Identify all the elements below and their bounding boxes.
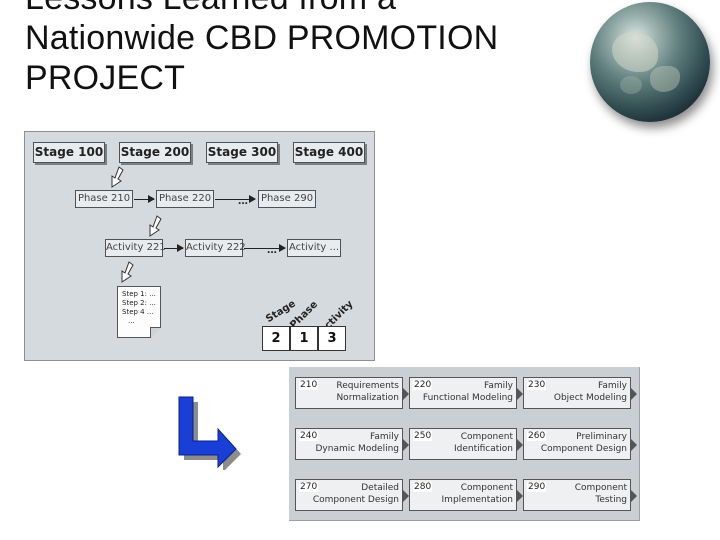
- phase-number: 1: [290, 326, 318, 351]
- process-cell: 230 Family Object Modeling: [523, 377, 637, 409]
- activity-number: 3: [318, 326, 346, 351]
- stage-box: Stage 200: [119, 142, 191, 163]
- step-line: ...: [128, 317, 135, 325]
- slide-title-line-2: Nationwide CBD PROMOTION: [25, 19, 499, 57]
- process-cell: 240 Family Dynamic Modeling: [295, 428, 409, 460]
- hollow-arrow-icon: [149, 215, 162, 237]
- flow-arrow: [164, 244, 184, 252]
- cell-title-line-2: Identification: [453, 444, 513, 454]
- cell-title-line-1: Component: [574, 483, 627, 493]
- cell-code: 290: [527, 482, 547, 492]
- slide-title-line-3: PROJECT: [25, 59, 186, 97]
- flow-arrow: [134, 195, 155, 203]
- cell-code: 240: [299, 431, 319, 441]
- cell-title-line-2: Dynamic Modeling: [315, 444, 400, 454]
- cell-title-line-2: Functional Modeling: [422, 393, 513, 403]
- phase-box: Phase 220: [156, 190, 214, 208]
- activity-box: Activity ...: [287, 239, 341, 257]
- step-line: Step 1: ...: [122, 290, 156, 298]
- activity-box: Activity 222: [185, 239, 246, 257]
- globe-icon: [590, 2, 710, 122]
- activity-box: Activity 221: [105, 239, 166, 257]
- cell-title-line-1: Requirements: [336, 381, 399, 391]
- slide-title-line-1: Lessons Learned from a: [25, 0, 585, 18]
- hollow-arrow-icon: [111, 166, 124, 188]
- slide-title: Lessons Learned from a Nationwide CBD PR…: [25, 0, 585, 98]
- cell-title-line-2: Implementation: [441, 495, 513, 505]
- process-steps-grid: 210 Requirements Normalization 220 Famil…: [289, 367, 640, 521]
- process-cell: 290 Component Testing: [523, 479, 637, 511]
- ellipsis: ...: [267, 242, 278, 256]
- phase-box: Phase 210: [75, 190, 133, 208]
- stage-box: Stage 100: [33, 142, 105, 163]
- phase-box: Phase 290: [258, 190, 316, 208]
- cell-code: 230: [527, 380, 547, 390]
- cell-title-line-1: Family: [370, 432, 399, 442]
- cell-title-line-1: Component: [460, 432, 513, 442]
- cell-title-line-2: Object Modeling: [553, 393, 627, 403]
- cell-title-line-1: Family: [484, 381, 513, 391]
- process-cell: 270 Detailed Component Design: [295, 479, 409, 511]
- stage-number: 2: [262, 326, 290, 351]
- cell-title-line-2: Normalization: [336, 393, 399, 403]
- cell-code: 210: [299, 380, 319, 390]
- ellipsis: ...: [238, 193, 249, 207]
- cell-title-line-1: Preliminary: [576, 432, 627, 442]
- process-cell: 210 Requirements Normalization: [295, 377, 409, 409]
- steps-document: Step 1: ... Step 2: ... Step 4 ... ...: [117, 286, 161, 338]
- cell-title-line-2: Component Design: [540, 444, 627, 454]
- down-right-arrow-icon: [178, 396, 241, 470]
- cell-code: 220: [413, 380, 433, 390]
- cell-code: 280: [413, 482, 433, 492]
- stage-box: Stage 300: [206, 142, 278, 163]
- cell-title-line-2: Component Design: [312, 495, 399, 505]
- flow-arrow: [215, 195, 256, 203]
- cell-code: 270: [299, 482, 319, 492]
- process-cell: 280 Component Implementation: [409, 479, 523, 511]
- level-number-row: 2 1 3: [262, 326, 346, 351]
- process-cell: 260 Preliminary Component Design: [523, 428, 637, 460]
- step-line: Step 4 ...: [122, 308, 154, 316]
- cell-title-line-1: Family: [598, 381, 627, 391]
- stage-box: Stage 400: [293, 142, 365, 163]
- cell-code: 250: [413, 431, 433, 441]
- process-hierarchy-diagram: Stage 100 Stage 200 Stage 300 Stage 400 …: [24, 131, 375, 361]
- hollow-arrow-icon: [121, 261, 134, 283]
- cell-title-line-1: Component: [460, 483, 513, 493]
- cell-code: 260: [527, 431, 547, 441]
- cell-title-line-2: Testing: [595, 495, 627, 505]
- flow-arrow: [244, 244, 286, 252]
- cell-title-line-1: Detailed: [361, 483, 399, 493]
- step-line: Step 2: ...: [122, 299, 156, 307]
- process-cell: 220 Family Functional Modeling: [409, 377, 523, 409]
- process-cell: 250 Component Identification: [409, 428, 523, 460]
